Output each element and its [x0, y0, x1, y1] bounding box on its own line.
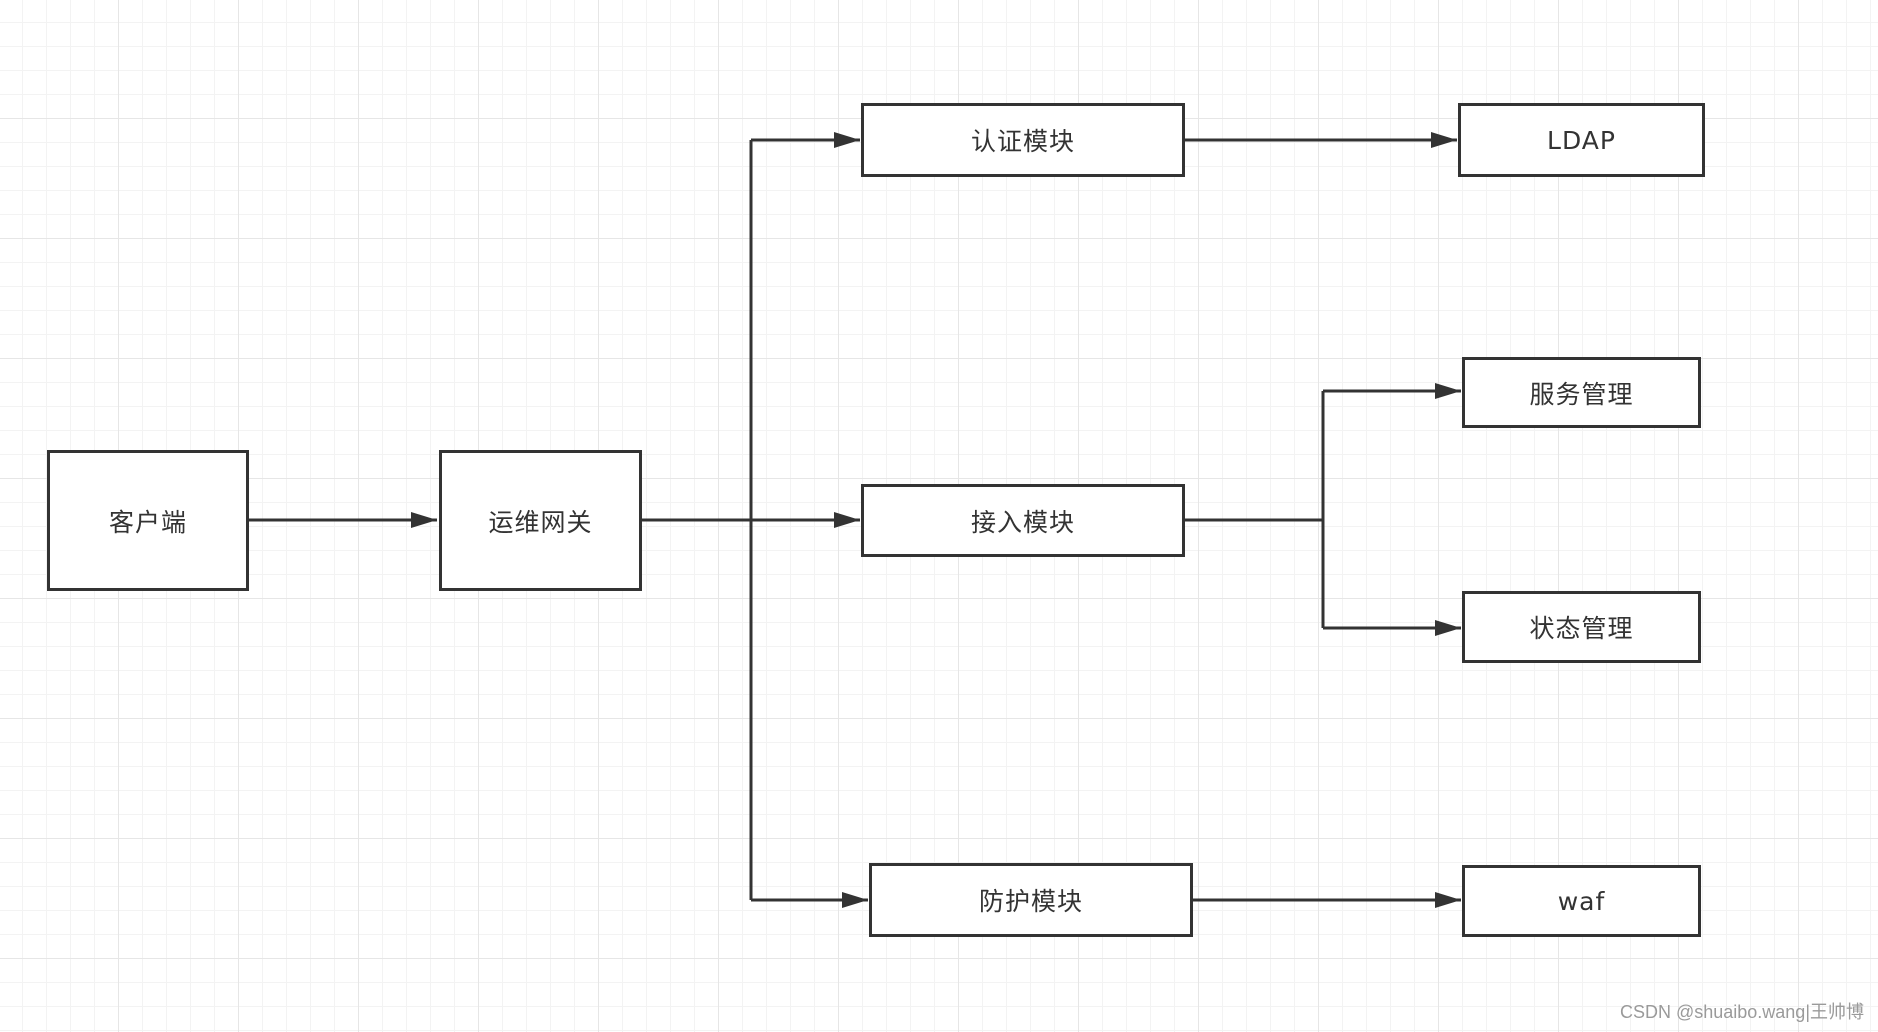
node-ldap[interactable]: LDAP [1458, 103, 1705, 177]
node-client[interactable]: 客户端 [47, 450, 249, 591]
node-auth-module[interactable]: 认证模块 [861, 103, 1185, 177]
watermark: CSDN @shuaibo.wang|王帅博 [1619, 1002, 1864, 1022]
node-waf[interactable]: waf [1462, 865, 1701, 937]
node-protect-module[interactable]: 防护模块 [869, 863, 1193, 937]
node-state-mgmt[interactable]: 状态管理 [1462, 591, 1701, 663]
node-access-module[interactable]: 接入模块 [861, 484, 1185, 557]
node-service-mgmt[interactable]: 服务管理 [1462, 357, 1701, 428]
edge-access-branch [1184, 391, 1325, 628]
node-gateway[interactable]: 运维网关 [439, 450, 642, 591]
